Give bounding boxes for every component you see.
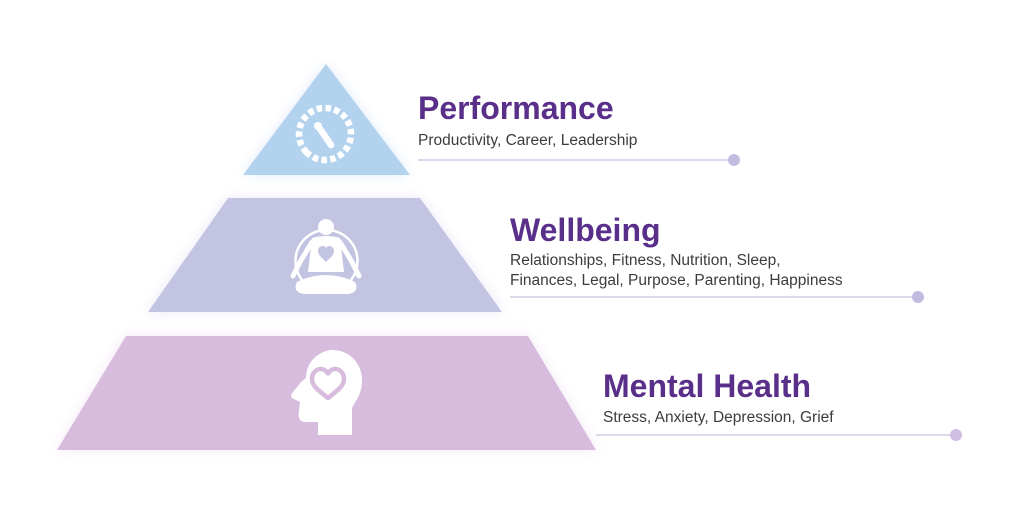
wellbeing-title: Wellbeing <box>510 212 661 248</box>
wellbeing-description-line-1: Relationships, Fitness, Nutrition, Sleep… <box>510 252 781 269</box>
speedometer-icon <box>295 104 355 164</box>
performance-description: Productivity, Career, Leadership <box>418 132 638 149</box>
meditation-icon <box>290 219 362 294</box>
mental-health-connector-dot <box>950 429 962 441</box>
performance-title: Performance <box>418 90 614 126</box>
wellbeing-description-line-2: Finances, Legal, Purpose, Parenting, Hap… <box>510 272 843 289</box>
head-heart-icon <box>291 350 362 435</box>
mental-health-description: Stress, Anxiety, Depression, Grief <box>603 409 834 426</box>
mental-health-title: Mental Health <box>603 368 812 404</box>
performance-connector-dot <box>728 154 740 166</box>
performance-tier <box>243 64 410 175</box>
wellbeing-connector-dot <box>912 291 924 303</box>
